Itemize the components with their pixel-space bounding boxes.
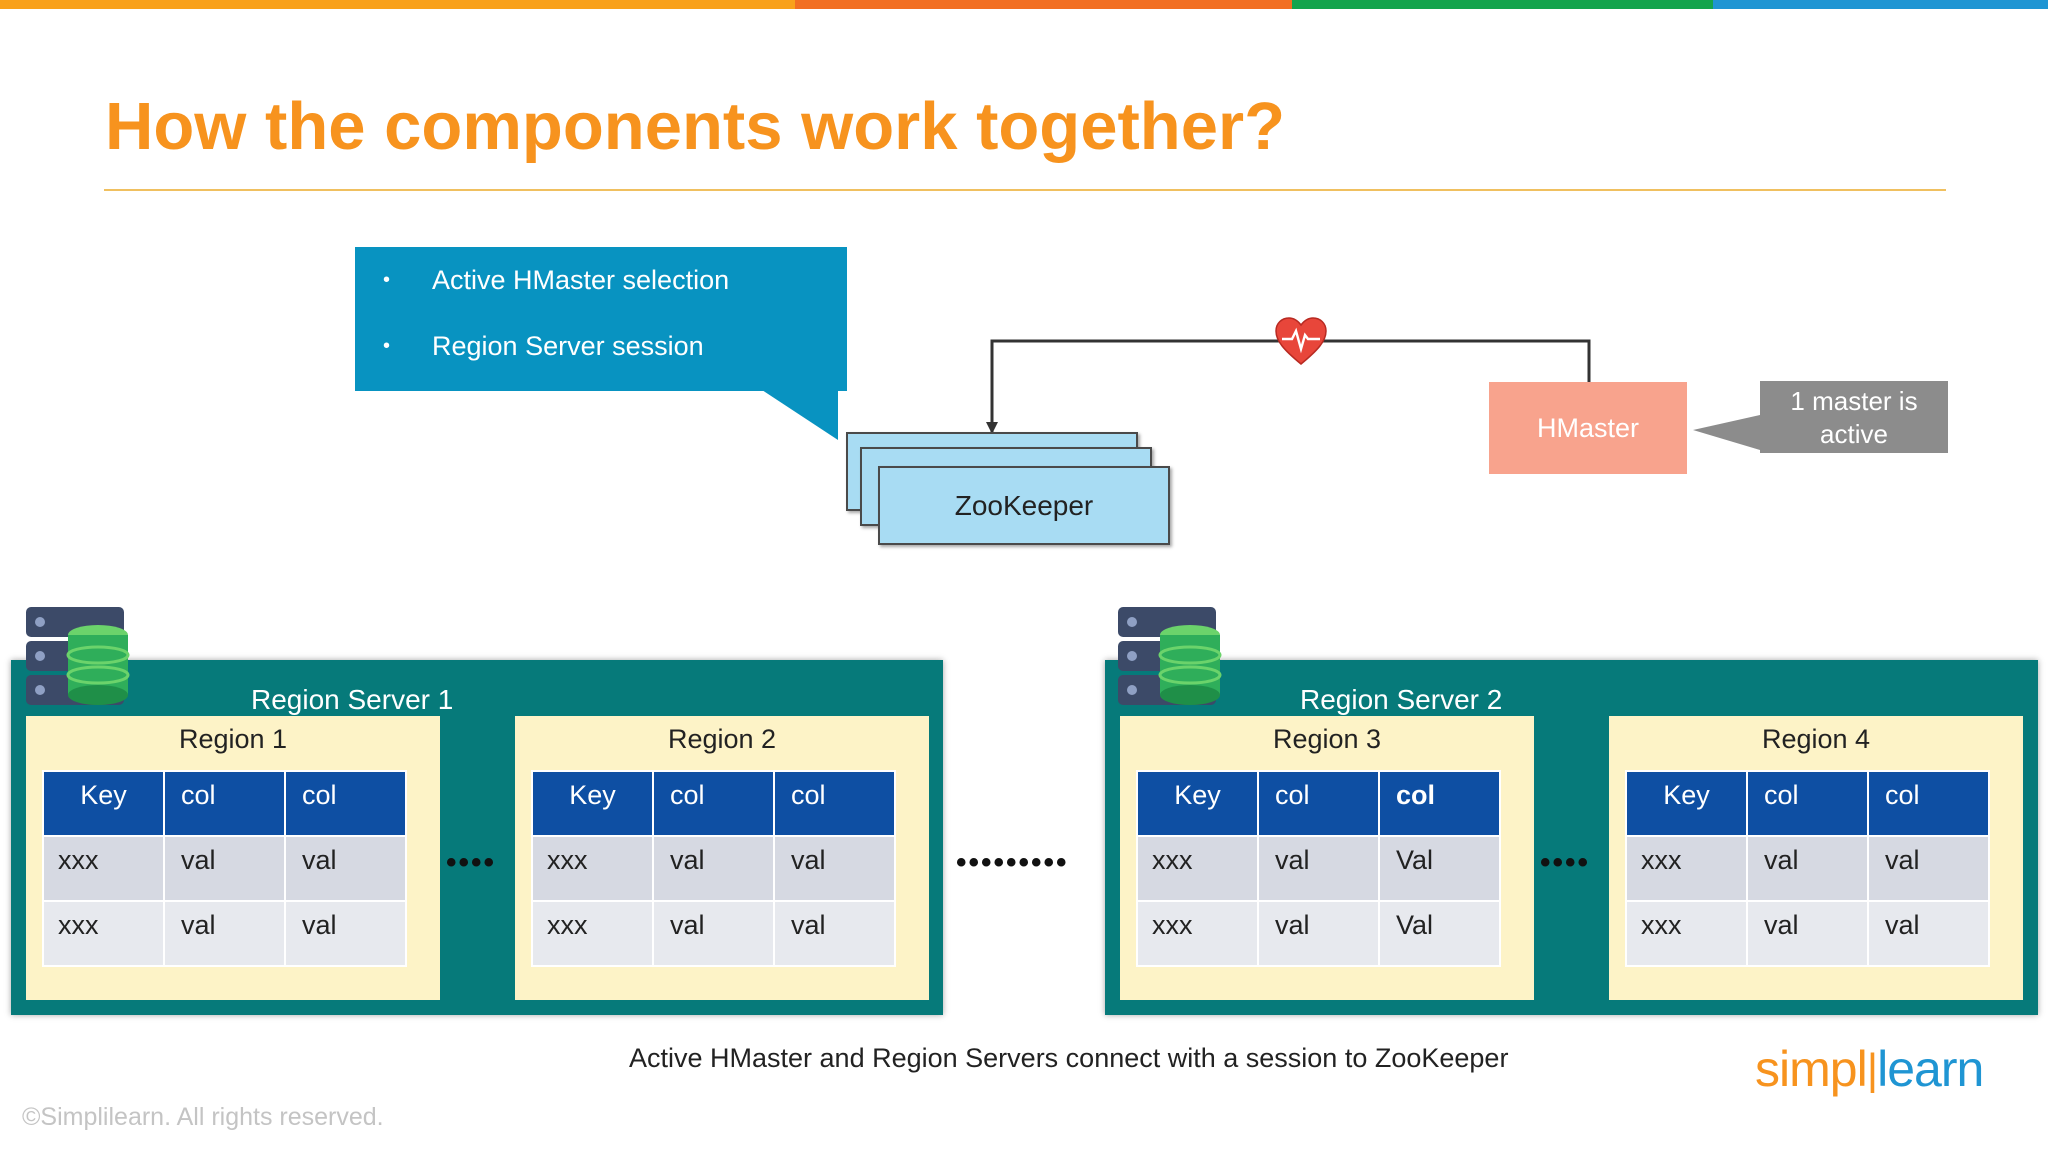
table-header-cell: col	[1746, 770, 1869, 837]
table-cell: xxx	[1136, 900, 1259, 967]
top-color-bar	[0, 0, 2048, 9]
table-row: xxx val val	[531, 835, 896, 902]
table-row: xxx val val	[42, 900, 407, 967]
table-cell: Val	[1378, 900, 1501, 967]
table-cell: val	[652, 835, 775, 902]
table-header-cell: Key	[1625, 770, 1748, 837]
logo-part2: learn	[1877, 1041, 1984, 1097]
table-cell: xxx	[1625, 835, 1748, 902]
table-header-row: Key col col	[1625, 770, 1990, 837]
table-cell: xxx	[531, 900, 654, 967]
table-cell: xxx	[531, 835, 654, 902]
table-header-cell: col	[1378, 770, 1501, 837]
server-database-icon	[1118, 607, 1222, 705]
server-separator-dots: •••••••••	[956, 846, 1069, 879]
region-server-1: Region Server 1 Region 1 Key col col xxx…	[11, 660, 943, 1015]
heartbeat-icon	[1275, 317, 1327, 365]
callout-box: Active HMaster selection Region Server s…	[355, 247, 847, 391]
callout-bullet-region-server: Region Server session	[383, 331, 704, 362]
region-title: Region 3	[1272, 724, 1382, 754]
region-table: Key col col xxx val val xxx val val	[531, 770, 896, 967]
region-server-title: Region Server 1	[251, 684, 454, 715]
hmaster-box: HMaster	[1489, 382, 1687, 474]
arrow-head	[986, 422, 998, 434]
zookeeper-card-front: ZooKeeper	[878, 466, 1170, 545]
zookeeper-stack: ZooKeeper	[846, 432, 1176, 547]
table-cell: val	[1257, 835, 1380, 902]
table-header-row: Key col col	[531, 770, 896, 837]
region-table: Key col col xxx val val xxx val val	[1625, 770, 1990, 967]
table-header-cell: Key	[531, 770, 654, 837]
copyright-notice: ©Simplilearn. All rights reserved.	[22, 1103, 384, 1131]
server-database-icon	[26, 607, 130, 705]
callout-pointer	[762, 390, 838, 440]
callout-bullet-hmaster: Active HMaster selection	[383, 265, 729, 296]
region-1: Region 1 Key col col xxx val val xxx val…	[26, 716, 440, 1000]
table-header-row: Key col col	[42, 770, 407, 837]
table-header-cell: Key	[42, 770, 165, 837]
region-title: Region 2	[667, 724, 777, 754]
table-cell: val	[1257, 900, 1380, 967]
table-header-cell: col	[1257, 770, 1380, 837]
region-server-title: Region Server 2	[1300, 684, 1503, 715]
table-header-cell: col	[284, 770, 407, 837]
table-header-cell: col	[652, 770, 775, 837]
table-cell: xxx	[42, 900, 165, 967]
table-cell: val	[163, 835, 286, 902]
zookeeper-label: ZooKeeper	[954, 490, 1094, 521]
region-separator-dots: ••••	[1540, 846, 1591, 879]
table-cell: xxx	[1136, 835, 1259, 902]
table-header-cell: col	[163, 770, 286, 837]
master-note-pointer	[1693, 415, 1760, 450]
region-server-2: Region Server 2 Region 3 Key col col xxx…	[1105, 660, 2038, 1015]
table-cell: val	[1867, 835, 1990, 902]
region-separator-dots: ••••	[446, 846, 497, 879]
table-header-cell: col	[773, 770, 896, 837]
region-title: Region 1	[178, 724, 288, 754]
table-header-cell: col	[1867, 770, 1990, 837]
table-header-cell: Key	[1136, 770, 1259, 837]
table-row: xxx val val	[531, 900, 896, 967]
table-row: xxx val val	[1625, 900, 1990, 967]
region-table: Key col col xxx val val xxx val val	[42, 770, 407, 967]
table-cell: Val	[1378, 835, 1501, 902]
master-note-line2: active	[1820, 419, 1888, 449]
table-cell: xxx	[42, 835, 165, 902]
title-divider	[104, 189, 1946, 191]
table-cell: val	[163, 900, 286, 967]
table-header-row: Key col col	[1136, 770, 1501, 837]
table-cell: val	[773, 835, 896, 902]
region-3: Region 3 Key col col xxx val Val xxx val…	[1120, 716, 1534, 1000]
table-cell: val	[773, 900, 896, 967]
table-row: xxx val Val	[1136, 835, 1501, 902]
region-table: Key col col xxx val Val xxx val Val	[1136, 770, 1501, 967]
table-row: xxx val Val	[1136, 900, 1501, 967]
simplilearn-logo: simpl|learn	[1755, 1041, 1984, 1097]
table-cell: val	[284, 835, 407, 902]
logo-part1: simpl	[1755, 1041, 1868, 1097]
table-row: xxx val val	[42, 835, 407, 902]
master-note: 1 master is active	[1760, 381, 1948, 453]
region-4: Region 4 Key col col xxx val val xxx val…	[1609, 716, 2023, 1000]
table-row: xxx val val	[1625, 835, 1990, 902]
table-cell: val	[652, 900, 775, 967]
table-cell: val	[284, 900, 407, 967]
region-title: Region 4	[1761, 724, 1871, 754]
table-cell: val	[1746, 835, 1869, 902]
table-cell: xxx	[1625, 900, 1748, 967]
table-cell: val	[1746, 900, 1869, 967]
table-cell: val	[1867, 900, 1990, 967]
diagram-caption: Active HMaster and Region Servers connec…	[629, 1043, 1509, 1073]
master-note-line1: 1 master is	[1790, 386, 1918, 416]
region-2: Region 2 Key col col xxx val val xxx val…	[515, 716, 929, 1000]
slide-title: How the components work together?	[105, 89, 1285, 164]
